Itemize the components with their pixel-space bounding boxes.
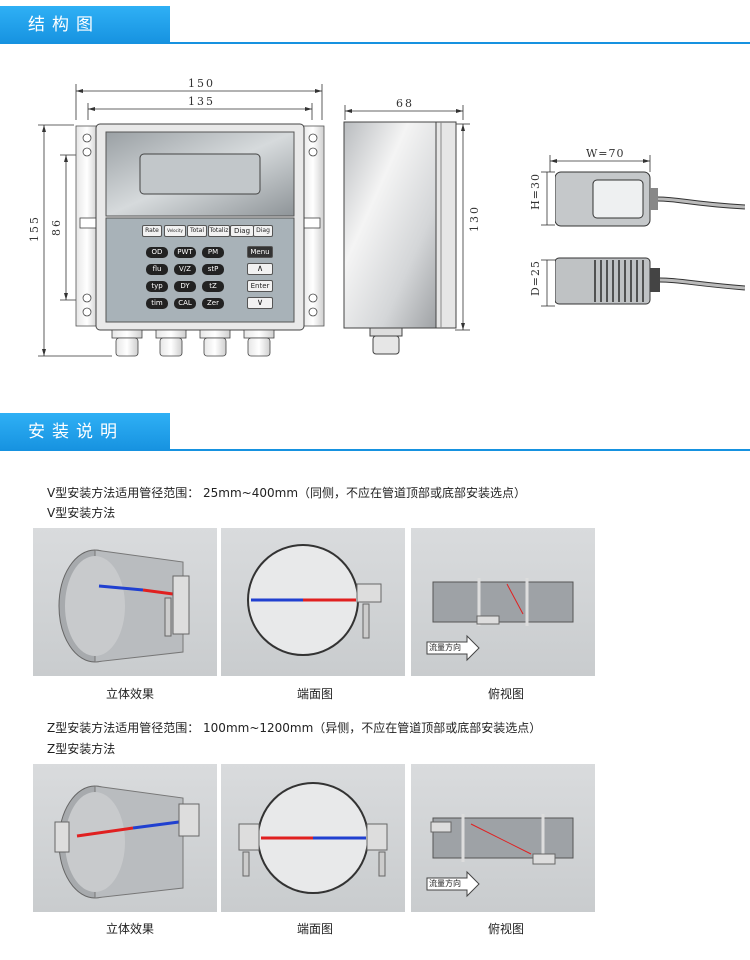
key-tz: tZ — [202, 281, 224, 292]
z-end-view — [221, 764, 405, 912]
dim-130: 130 — [468, 205, 481, 232]
dim-155: 155 — [28, 215, 41, 242]
dim-d25: D=25 — [529, 260, 542, 297]
key-pm: PM — [202, 247, 224, 258]
meter-front-view — [75, 123, 325, 357]
key-typ: typ — [146, 281, 168, 292]
key-totaliz: Diag — [230, 225, 254, 237]
dimension-lines — [38, 84, 651, 357]
key-od: OD — [146, 247, 168, 258]
key-zer: Zer — [202, 298, 224, 309]
dim-h30: H=30 — [529, 173, 542, 210]
key-cal: CAL — [174, 298, 196, 309]
z-caption-top: 俯视图 — [487, 922, 524, 936]
v-caption-end: 端面图 — [296, 687, 333, 701]
z-method-range: Z型安装方法适用管径范围： 100mm~1200mm（异侧，不应在管道顶部或底部… — [47, 721, 542, 735]
z-caption-3d: 立体效果 — [105, 922, 154, 936]
z-top-view: 流量方向 — [411, 764, 595, 912]
key-vz: V/Z — [174, 264, 196, 275]
key-total: Total — [187, 225, 207, 237]
v-caption-3d: 立体效果 — [105, 687, 154, 701]
key-stp: stP — [202, 264, 224, 275]
z-method-subtitle: Z型安装方法 — [47, 742, 116, 756]
v-method-range: V型安装方法适用管径范围： 25mm~400mm（同侧，不应在管道顶部或底部安装… — [47, 486, 527, 500]
z-caption-end: 端面图 — [296, 922, 333, 936]
key-dy: DY — [174, 281, 196, 292]
key-up: ∧ — [247, 263, 273, 275]
dim-150: 150 — [188, 77, 215, 90]
key-rate: Rate — [142, 225, 162, 237]
key-enter: Enter — [247, 280, 273, 292]
key-tim: tim — [146, 298, 168, 309]
z-3d-view — [33, 764, 217, 912]
key-total2: Totaliz — [208, 225, 230, 237]
key-menu: Menu — [247, 246, 273, 258]
key-pwt: PWT — [174, 247, 196, 258]
section-rule — [0, 42, 750, 44]
key-diag: Diag — [253, 225, 273, 237]
dim-68: 68 — [396, 97, 414, 110]
meter-side-view — [343, 121, 457, 355]
dim-135: 135 — [188, 95, 215, 108]
sensor-images — [555, 171, 745, 305]
v-3d-view — [33, 528, 217, 676]
dim-w70: W=70 — [586, 147, 625, 160]
key-velocity: Velocity — [164, 225, 186, 237]
v-end-view — [221, 528, 405, 676]
key-down: ∨ — [247, 297, 273, 309]
dim-86: 86 — [50, 218, 63, 236]
section-rule — [0, 449, 750, 451]
section-banner-structure: 结构图 — [0, 6, 170, 44]
v-method-subtitle: V型安装方法 — [47, 506, 116, 520]
v-top-view: 流量方向 — [411, 528, 595, 676]
z-flow-direction-label: 流量方向 — [429, 879, 461, 888]
section-banner-install: 安装说明 — [0, 413, 170, 451]
v-caption-top: 俯视图 — [487, 687, 524, 701]
key-flu: flu — [146, 264, 168, 275]
v-flow-direction-label: 流量方向 — [429, 643, 461, 652]
